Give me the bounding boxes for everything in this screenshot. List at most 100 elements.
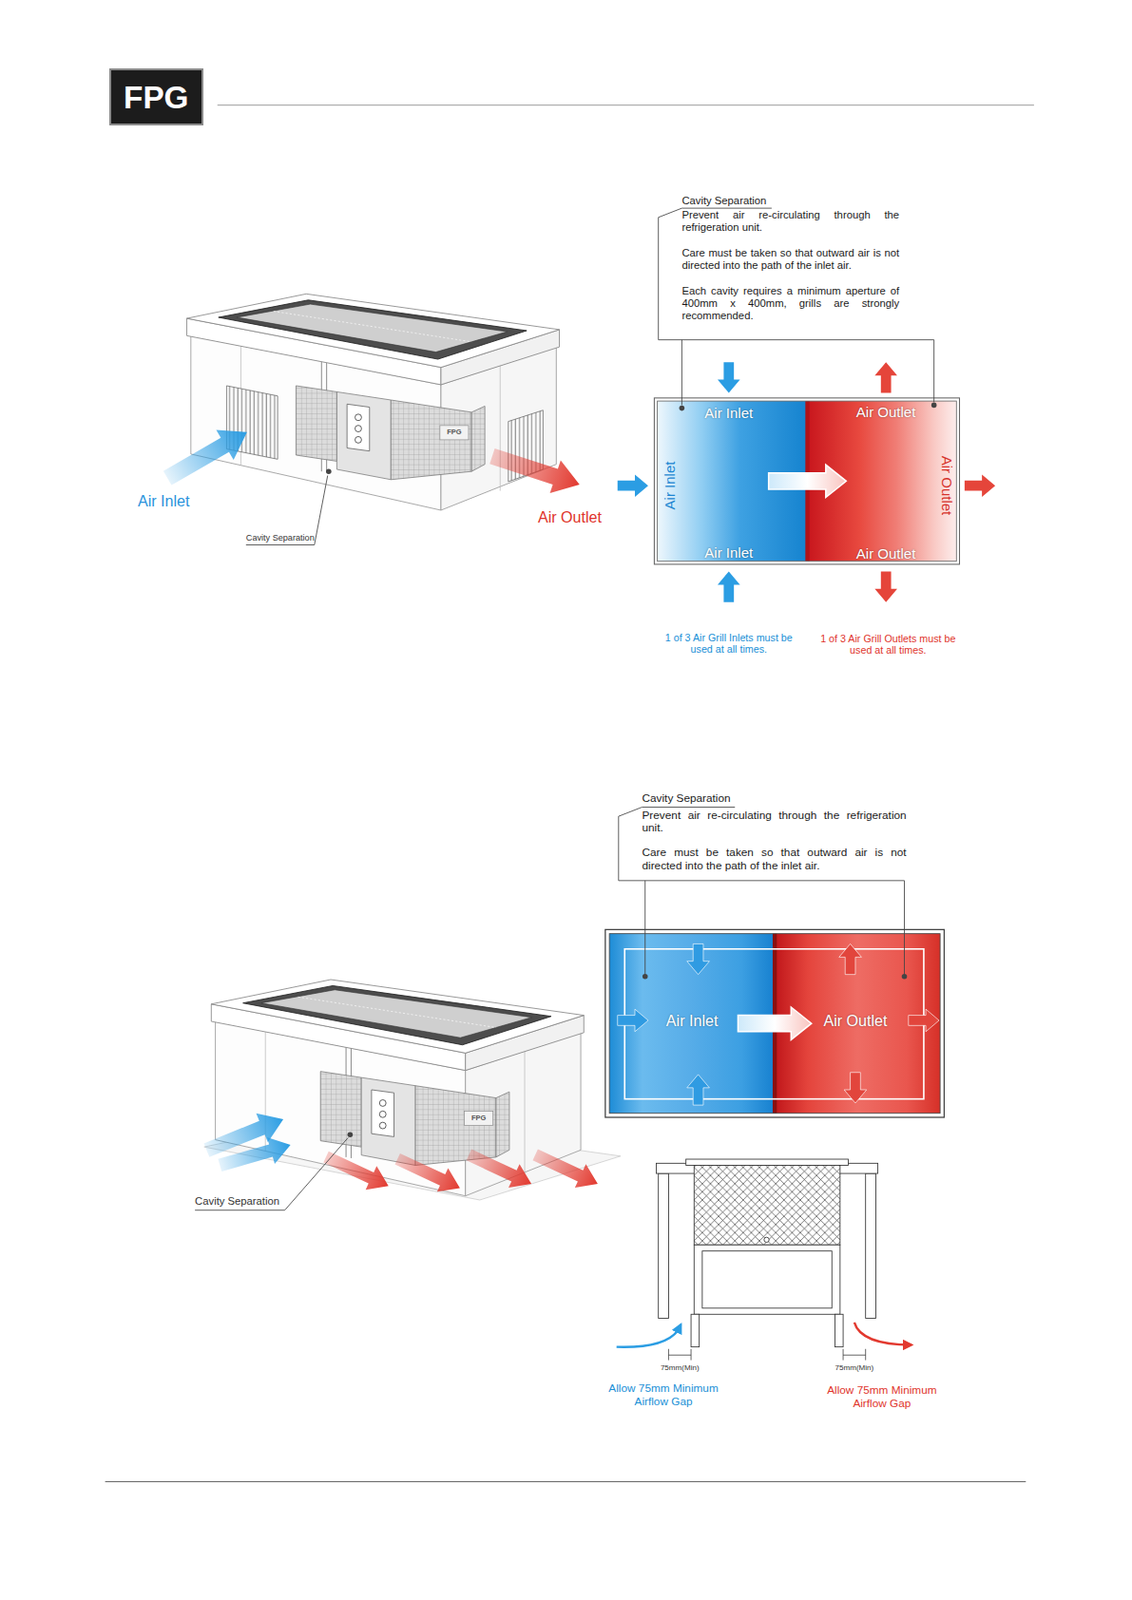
brand-mark: FPG [446, 428, 461, 438]
flow-arrow [617, 362, 996, 602]
callout-heading: Cavity Separation [681, 194, 767, 208]
leader-dot [642, 974, 649, 980]
leader-line [644, 881, 646, 976]
section-view [656, 1159, 879, 1348]
leader-dot [326, 468, 332, 475]
plan-view [657, 401, 958, 562]
airflow-curve [616, 1323, 912, 1348]
flow-block-arrow [768, 464, 847, 498]
rule-line [105, 105, 1035, 1483]
leader-line [681, 340, 683, 406]
cavity-label: Air Inlet [704, 405, 753, 421]
flow-arrow [717, 362, 741, 393]
section-view [702, 1251, 832, 1309]
cavity-label: Air Outlet [939, 456, 954, 517]
plan-view [805, 401, 809, 562]
unit-illustration [463, 1143, 538, 1196]
plan-view [653, 398, 960, 565]
dimension-line [864, 1349, 866, 1362]
dimension-line [668, 1355, 691, 1357]
airflow-curve [616, 1324, 682, 1348]
plan-view [609, 934, 775, 1114]
plan-view [806, 401, 957, 562]
cavity-label: Air Outlet [856, 547, 917, 562]
unit-illustration [200, 979, 621, 1201]
section-view [686, 1159, 849, 1166]
airflow-curve [854, 1323, 912, 1346]
inlet-cavity: Air Inlet [609, 934, 775, 1114]
section-view [693, 1245, 841, 1315]
dimension-line [843, 1355, 866, 1357]
cavity-label: Air Inlet [666, 1013, 719, 1029]
part-label: Cavity Separation [246, 533, 315, 543]
cavity-label: Air Inlet [704, 546, 753, 561]
flow-arrow [839, 943, 863, 975]
flow-arrow [687, 943, 710, 975]
section-view [865, 1173, 877, 1319]
flow-label: Air Inlet [137, 492, 191, 511]
flow-arrow [908, 1009, 940, 1033]
plan-view [657, 401, 808, 562]
rule-line [217, 104, 1035, 106]
flow-arrow [617, 474, 649, 498]
flow-block-arrow [737, 1007, 811, 1040]
cavity-label: Air Outlet [856, 404, 917, 420]
flow-arrow [617, 1009, 649, 1033]
unit-illustration [158, 293, 585, 511]
dimension-line [668, 1349, 670, 1362]
leader-line [658, 208, 935, 405]
section-view [834, 1314, 844, 1347]
gap-note: Allow 75mm Minimum Airflow Gap [812, 1384, 951, 1411]
flow-arrow [844, 1073, 867, 1104]
dimension-line [668, 1349, 865, 1362]
callout-note: Prevent air re-circulating through the r… [642, 809, 907, 836]
dimension-line [690, 1349, 692, 1362]
unit-illustration [529, 1143, 603, 1196]
plan-view [605, 929, 945, 1118]
part-label: Cavity Separation [194, 1195, 280, 1209]
rule-line [105, 1481, 1027, 1483]
section-view [764, 1237, 769, 1243]
flow-arrow [717, 571, 741, 602]
unit-illustration [187, 293, 560, 511]
callout-note: Care must be taken so that outward air i… [642, 846, 907, 873]
plan-view [772, 934, 777, 1114]
leader-line [658, 208, 935, 403]
brand-mark: FPG [471, 1114, 486, 1124]
leader-dot [347, 1132, 354, 1138]
usage-note: 1 of 3 Air Grill Outlets must be used at… [816, 633, 960, 657]
logo-text: FPG [123, 81, 189, 114]
plan-view [774, 934, 941, 1114]
callout-note: Each cavity requires a minimum aperture … [681, 285, 900, 323]
section-view [693, 1165, 841, 1246]
flow-arrow [874, 362, 898, 393]
plan-view [605, 929, 945, 1118]
unit-illustration [215, 1132, 294, 1179]
section-view [658, 1173, 670, 1319]
usage-note: 1 of 3 Air Grill Inlets must be used at … [657, 632, 801, 656]
flow-arrow [874, 571, 898, 602]
unit-illustration [320, 1145, 394, 1198]
cavity-label: Air Outlet [823, 1013, 887, 1029]
unit-illustration [158, 417, 256, 494]
dimension: 75mm(Min) [660, 1363, 700, 1373]
leader-line [194, 1137, 348, 1210]
flow-arrow [617, 943, 940, 1106]
gap-note: Allow 75mm Minimum Airflow Gap [594, 1382, 733, 1409]
leader-dot [901, 974, 908, 980]
outlet-cavity: Air OutletAir OutletAir Outlet [806, 401, 957, 562]
plan-view [653, 398, 960, 565]
section-view [690, 1314, 700, 1347]
plan-view [624, 949, 924, 1100]
unit-illustration [391, 1147, 465, 1200]
callout-note: Care must be taken so that outward air i… [681, 247, 900, 272]
flow-label: Air Outlet [537, 508, 602, 527]
leader-line [246, 475, 328, 545]
unit-illustration [486, 440, 585, 502]
flow-arrow [964, 474, 996, 498]
inlet-cavity: Air InletAir InletAir Inlet [657, 401, 808, 562]
cavity-label: Air Inlet [662, 461, 677, 511]
leader-dot [679, 405, 686, 412]
leader-dot [931, 402, 938, 409]
